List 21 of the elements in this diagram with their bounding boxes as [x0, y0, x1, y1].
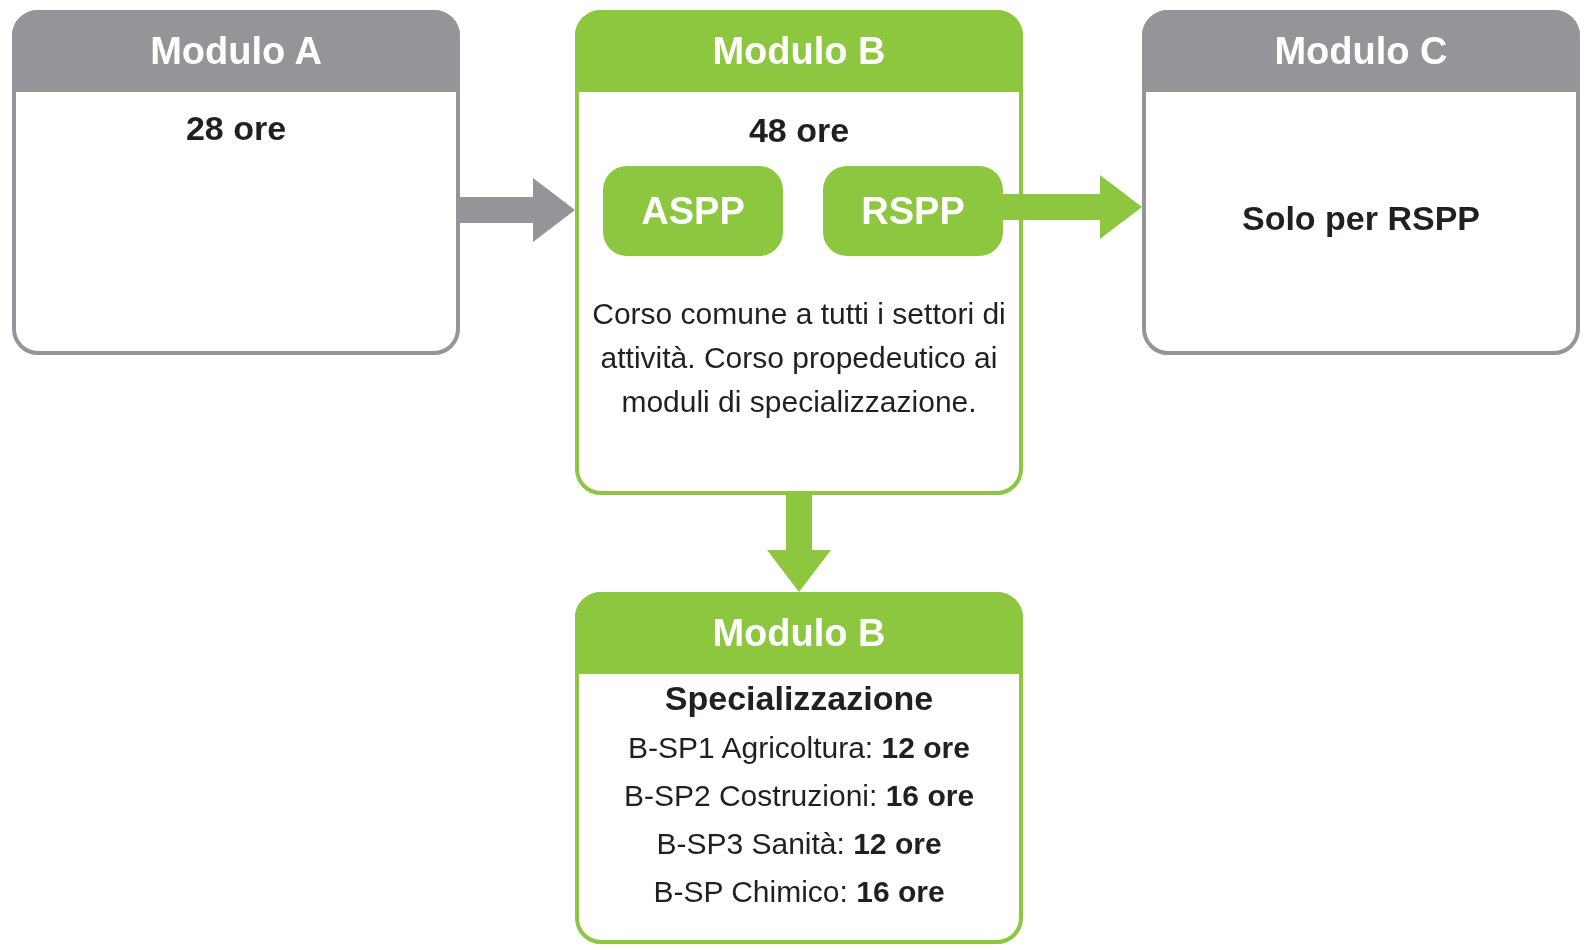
arrow — [767, 495, 831, 592]
module-subtitle: 28 ore — [184, 108, 288, 149]
module-title: Modulo C — [1142, 10, 1580, 92]
module-card — [12, 10, 460, 355]
module-text: B-SP Chimico: 16 ore — [652, 874, 946, 910]
module-text: B-SP2 Costruzioni: 16 ore — [622, 778, 976, 814]
module-title: Modulo B — [575, 592, 1023, 674]
module-text: B-SP3 Sanità: 12 ore — [655, 826, 943, 862]
module-card — [1142, 10, 1580, 355]
module-subtitle: 48 ore — [747, 110, 851, 151]
module-subtitle: Solo per RSPP — [1240, 198, 1482, 239]
module-title: Modulo A — [12, 10, 460, 92]
module-text: B-SP1 Agricoltura: 12 ore — [627, 730, 971, 766]
module-title: Modulo B — [575, 10, 1023, 92]
module-subtitle: Specializzazione — [663, 678, 935, 719]
module-card — [575, 592, 1023, 944]
module-card — [575, 10, 1023, 495]
role-badge: ASPP — [603, 166, 783, 256]
role-badge: RSPP — [823, 166, 1003, 256]
module-text: Corso comune a tutti i settori di attività. Corso propedeutico ai moduli di specializzazione. — [591, 296, 1007, 420]
arrow — [460, 178, 575, 242]
